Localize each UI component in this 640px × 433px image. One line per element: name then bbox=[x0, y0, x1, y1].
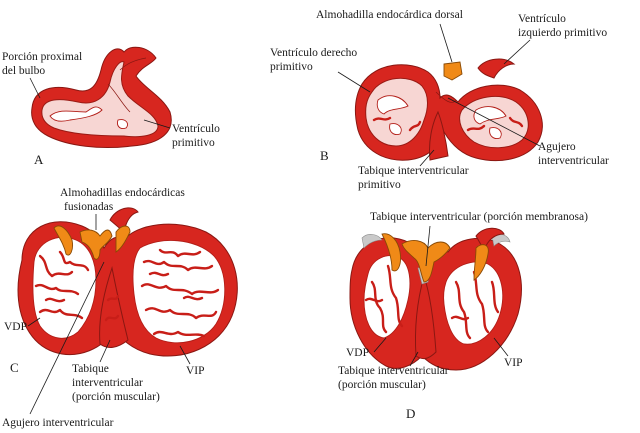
panel-c-agujero-leader bbox=[29, 261, 105, 415]
panel-c-vip-leader bbox=[179, 345, 191, 365]
panel-a-bulbo-label-line2: del bulbo bbox=[2, 65, 45, 77]
panel-d-left-cushion bbox=[473, 244, 489, 281]
panel-c-trabeculae bbox=[34, 248, 220, 338]
panel-b-vi-leader bbox=[503, 39, 531, 65]
panel-b-agujero-label-line1: Agujero bbox=[538, 141, 576, 153]
panel-c-tabique-label-line1: Tabique bbox=[72, 363, 109, 375]
panel-b-almohadilla-label: Almohadilla endocárdica dorsal bbox=[316, 9, 463, 21]
panel-d-tabique-label-line1: Tabique interventricular bbox=[338, 365, 449, 377]
panel-c-agujero-label: Agujero interventricular bbox=[2, 417, 114, 429]
panel-b-vd-label-line2: primitivo bbox=[270, 61, 313, 73]
panel-c-vdp-label: VDP bbox=[4, 321, 27, 333]
panel-a-ventriculo-leader bbox=[143, 119, 171, 129]
panel-b-heart bbox=[354, 58, 543, 162]
panel-d-right-cushion bbox=[381, 233, 401, 272]
panel-a-letter: A bbox=[34, 152, 44, 167]
panel-d-letter: D bbox=[406, 406, 415, 421]
panel-b-vi-label-line2: izquierdo primitivo bbox=[518, 27, 607, 39]
panel-c-almohadillas-label-line1: Almohadillas endocárdicas bbox=[60, 187, 185, 199]
panel-b-septum bbox=[429, 110, 449, 161]
panel-d-vip-leader bbox=[493, 337, 509, 357]
panel-d-vip-label: VIP bbox=[504, 357, 523, 369]
panel-c-vip-label: VIP bbox=[186, 365, 205, 377]
panel-b-tabique-leader bbox=[419, 149, 435, 167]
panel-a-ventriculo-label-line1: Ventrículo bbox=[172, 123, 220, 135]
panel-b-letter: B bbox=[320, 148, 329, 163]
panel-a-bulbo-leader bbox=[29, 77, 41, 99]
panel-d-membranosa-label: Tabique interventricular (porción membra… bbox=[370, 211, 588, 223]
panel-c-right-cushion bbox=[53, 225, 73, 256]
panel-c-fused-cushions bbox=[79, 229, 113, 260]
panel-a-heart-tube bbox=[31, 46, 172, 148]
panel-b-tabique-label-line1: Tabique interventricular bbox=[358, 165, 469, 177]
panel-d-vdp-label: VDP bbox=[346, 347, 369, 359]
panel-d-membranosa-leader bbox=[425, 225, 431, 267]
panel-c-letter: C bbox=[10, 360, 19, 375]
panel-c-left-cushion bbox=[115, 225, 131, 253]
panel-c-right-cavity bbox=[32, 236, 97, 339]
panel-c-heart bbox=[17, 207, 238, 357]
panel-d-tabique-leader bbox=[409, 351, 419, 367]
panel-a-ventriculo-label-line2: primitivo bbox=[172, 137, 215, 149]
panel-b-vd-label-line1: Ventrículo derecho bbox=[270, 47, 357, 59]
panel-d-vdp-leader bbox=[373, 337, 387, 353]
panel-c-almohadillas-label-line2: fusionadas bbox=[64, 201, 114, 213]
panel-a-bulbo-label-line1: Porción proximal bbox=[2, 51, 82, 63]
panel-d-heart bbox=[349, 227, 522, 371]
panel-c-tabique-label-line3: (porción muscular) bbox=[72, 391, 160, 403]
panel-c-left-cavity bbox=[132, 239, 226, 344]
panel-b-vi-label-line1: Ventrículo bbox=[518, 13, 566, 25]
panel-c-vdp-leader bbox=[27, 317, 41, 327]
panel-d-muscular-septum bbox=[414, 274, 437, 360]
panel-c-muscular-septum bbox=[99, 266, 129, 348]
panel-b-dorsal-cushion bbox=[443, 61, 463, 81]
panel-b-agujero-label-line2: interventricular bbox=[538, 155, 609, 167]
panel-c-tabique-label-line2: interventricular bbox=[72, 377, 143, 389]
panel-b-almohadilla-leader bbox=[439, 23, 453, 63]
panel-c-tabique-leader bbox=[99, 339, 111, 363]
panel-b-vd-leader bbox=[337, 71, 371, 93]
panel-b-agujero-leader bbox=[447, 97, 541, 147]
panel-b-left-horn bbox=[477, 58, 516, 79]
panel-d-trabeculae bbox=[364, 264, 500, 340]
panel-d-tabique-label-line2: (porción muscular) bbox=[338, 379, 426, 391]
panel-b-tabique-label-line2: primitivo bbox=[358, 179, 401, 191]
panel-a-lumen-crease bbox=[49, 106, 103, 122]
